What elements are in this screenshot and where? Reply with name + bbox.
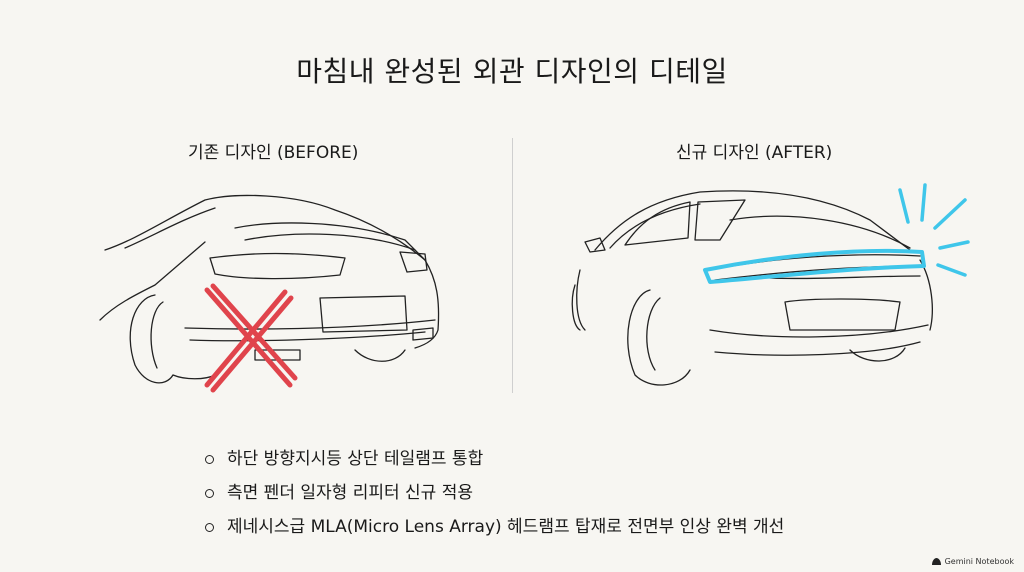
bullet-circle-icon	[205, 523, 214, 532]
before-car-illustration	[99, 194, 440, 393]
list-item-text: 측면 펜더 일자형 리피터 신규 적용	[227, 483, 473, 503]
bullet-circle-icon	[205, 489, 214, 498]
brand-text: Gemini Notebook	[944, 557, 1014, 566]
feature-list: 하단 방향지시등 상단 테일램프 통합 측면 펜더 일자형 리피터 신규 적용 …	[205, 442, 784, 544]
brand-watermark: Gemini Notebook	[931, 557, 1014, 566]
list-item-text: 하단 방향지시등 상단 테일램프 통합	[227, 449, 484, 469]
cross-mark	[204, 283, 298, 393]
bullet-circle-icon	[205, 455, 214, 464]
emphasis-rays	[898, 183, 970, 277]
before-label: 기존 디자인 (BEFORE)	[188, 143, 359, 163]
notebook-logo-icon	[931, 558, 941, 565]
list-item: 제네시스급 MLA(Micro Lens Array) 헤드램프 탑재로 전면부…	[205, 510, 784, 544]
page-title: 마침내 완성된 외관 디자인의 디테일	[296, 55, 728, 88]
light-bar-highlight	[703, 248, 926, 284]
after-car-illustration	[571, 183, 970, 386]
list-item-text: 제네시스급 MLA(Micro Lens Array) 헤드램프 탑재로 전면부…	[227, 517, 785, 537]
list-item: 하단 방향지시등 상단 테일램프 통합	[205, 442, 784, 476]
panel-divider	[512, 138, 513, 393]
list-item: 측면 펜더 일자형 리피터 신규 적용	[205, 476, 784, 510]
after-label: 신규 디자인 (AFTER)	[676, 143, 833, 163]
